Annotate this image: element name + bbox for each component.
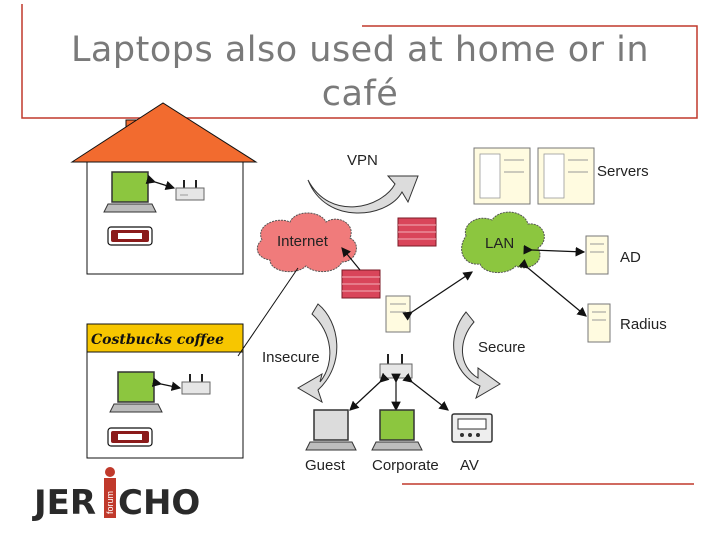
av-device-icon	[451, 413, 493, 443]
firewall-icon	[341, 269, 381, 299]
server-icon	[587, 303, 611, 343]
router-icon	[181, 374, 211, 395]
servers-label: Servers	[597, 163, 649, 180]
server-icon	[585, 235, 609, 275]
corporate-label: Corporate	[372, 457, 439, 474]
double-arrow-icon	[523, 244, 586, 257]
laptop-icon	[109, 371, 163, 413]
double-arrow-icon	[402, 373, 449, 411]
connection-line	[237, 267, 299, 357]
router-icon	[379, 354, 413, 379]
server-icon	[385, 295, 411, 333]
svg-text:CHO: CHO	[118, 483, 200, 523]
lan-label: LAN	[485, 235, 514, 252]
laptop-icon	[103, 171, 157, 213]
slide-title-line2: café	[321, 74, 399, 114]
house-icon	[70, 102, 258, 275]
connection-line	[341, 247, 361, 271]
double-arrow-icon	[518, 258, 587, 317]
insecure-label: Insecure	[262, 349, 320, 366]
logo-vertical: forum	[105, 491, 115, 514]
double-arrow-icon	[402, 271, 473, 321]
secure-label: Secure	[478, 339, 526, 356]
slide-title-line1: Laptops also used at home or in	[70, 30, 650, 70]
firewall-icon	[397, 217, 437, 247]
cafe-building	[86, 323, 244, 459]
logo: JER CHO forum	[30, 467, 200, 524]
curved-arrow-icon	[297, 303, 338, 404]
server-icon	[473, 147, 531, 205]
av-label: AV	[460, 457, 479, 474]
double-arrow-icon	[151, 377, 182, 391]
radius-label: Radius	[620, 316, 667, 333]
ad-label: AD	[620, 249, 641, 266]
laptop-icon	[305, 409, 357, 451]
laptop-icon	[371, 409, 423, 451]
cloud-icon	[256, 212, 357, 273]
title-frame	[21, 4, 698, 119]
av-card-icon	[107, 226, 153, 246]
double-arrow-icon	[349, 372, 390, 411]
vpn-label: VPN	[347, 152, 378, 169]
internet-label: Internet	[277, 233, 329, 250]
curved-arrow-icon	[453, 311, 501, 400]
guest-label: Guest	[305, 457, 346, 474]
server-icon	[537, 147, 595, 205]
svg-text:JER: JER	[32, 483, 96, 523]
curved-arrow-icon	[307, 175, 419, 214]
av-card-icon	[107, 427, 153, 447]
cafe-sign: Costbucks coffee	[91, 332, 224, 348]
router-icon	[175, 180, 205, 201]
double-arrow-icon	[145, 174, 176, 191]
slide-title: Laptops also used at home or in café	[20, 28, 700, 116]
